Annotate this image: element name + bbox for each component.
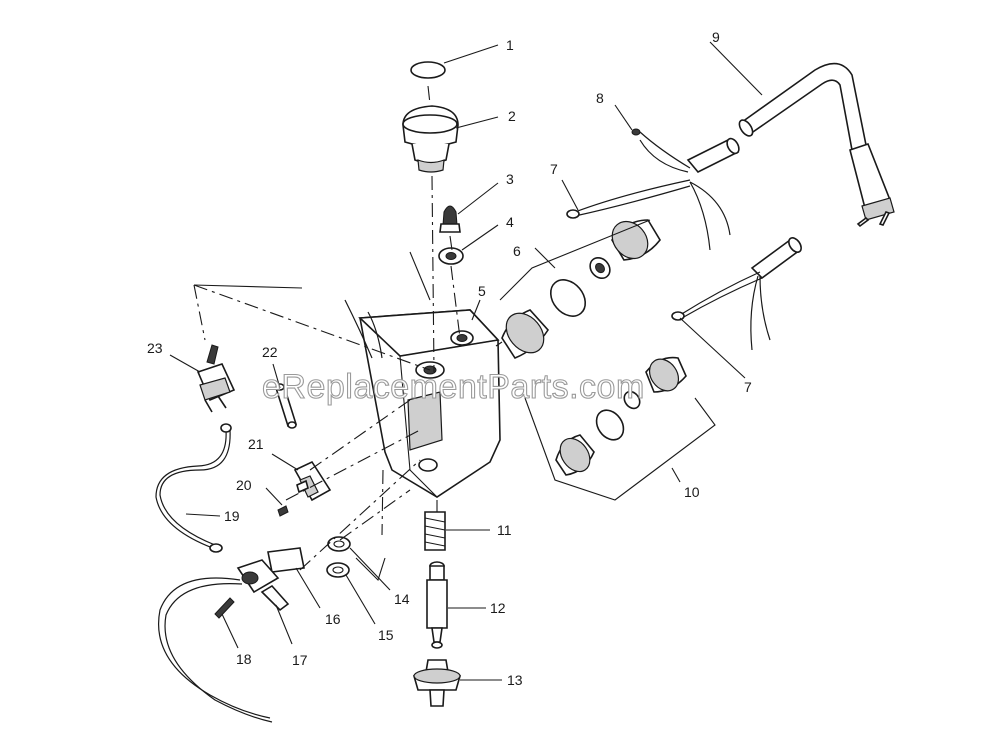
part-15-washer[interactable] xyxy=(326,562,350,578)
part-17-switch[interactable] xyxy=(158,559,290,723)
callout-15: 15 xyxy=(378,627,394,643)
callout-labels: 1 2 3 4 5 6 7 7 8 9 10 11 12 13 14 15 16… xyxy=(147,29,752,688)
callout-19: 19 xyxy=(224,508,240,524)
callout-6: 6 xyxy=(513,243,521,259)
part-16-insulator-plate[interactable] xyxy=(267,547,305,573)
callout-22: 22 xyxy=(262,344,278,360)
part-5-housing[interactable] xyxy=(344,299,501,498)
callout-14: 14 xyxy=(394,591,410,607)
part-2-knob[interactable] xyxy=(402,105,459,173)
callout-20: 20 xyxy=(236,477,252,493)
part-7-wire-lead-lower[interactable] xyxy=(671,236,804,351)
part-14-washer[interactable] xyxy=(327,536,351,552)
part-18-screw[interactable] xyxy=(214,597,235,619)
callout-4: 4 xyxy=(506,214,514,230)
callout-13: 13 xyxy=(507,672,523,688)
part-20-screw[interactable] xyxy=(277,505,289,517)
part-7-wire-lead-upper[interactable] xyxy=(566,179,731,251)
callout-7-upper: 7 xyxy=(550,161,558,177)
callout-16: 16 xyxy=(325,611,341,627)
callout-9: 9 xyxy=(712,29,720,45)
callout-1: 1 xyxy=(506,37,514,53)
callout-23: 23 xyxy=(147,340,163,356)
callout-7-lower: 7 xyxy=(744,379,752,395)
assembly-lines xyxy=(193,85,503,571)
callout-17: 17 xyxy=(292,652,308,668)
part-1-cap-disc[interactable] xyxy=(410,61,446,79)
bracket-lines xyxy=(355,219,716,582)
callout-8: 8 xyxy=(596,90,604,106)
part-22-fuse[interactable] xyxy=(274,383,298,429)
part-23-toggle-switch[interactable] xyxy=(196,344,236,413)
callout-21: 21 xyxy=(248,436,264,452)
callout-3: 3 xyxy=(506,171,514,187)
part-10-bushing-set[interactable] xyxy=(554,354,687,478)
part-6-bushing-set[interactable] xyxy=(499,214,661,360)
part-3-bolt[interactable] xyxy=(439,205,461,233)
part-21-terminal-block[interactable] xyxy=(293,460,332,502)
part-4-washer[interactable] xyxy=(438,247,464,265)
watermark-text: eReplacementParts.com xyxy=(262,368,645,406)
part-13-fitting[interactable] xyxy=(412,659,462,707)
callout-18: 18 xyxy=(236,651,252,667)
leader-lines xyxy=(169,41,763,681)
part-11-spring[interactable] xyxy=(424,511,446,551)
part-9-power-cord[interactable] xyxy=(737,62,895,228)
part-8-wire-sleeve[interactable] xyxy=(631,128,741,173)
callout-11: 11 xyxy=(497,522,512,538)
callout-12: 12 xyxy=(490,600,506,616)
part-12-plunger[interactable] xyxy=(426,561,448,649)
callout-5: 5 xyxy=(478,283,486,299)
part-19-jumper-wire[interactable] xyxy=(155,423,232,553)
callout-10: 10 xyxy=(684,484,700,500)
callout-2: 2 xyxy=(508,108,516,124)
